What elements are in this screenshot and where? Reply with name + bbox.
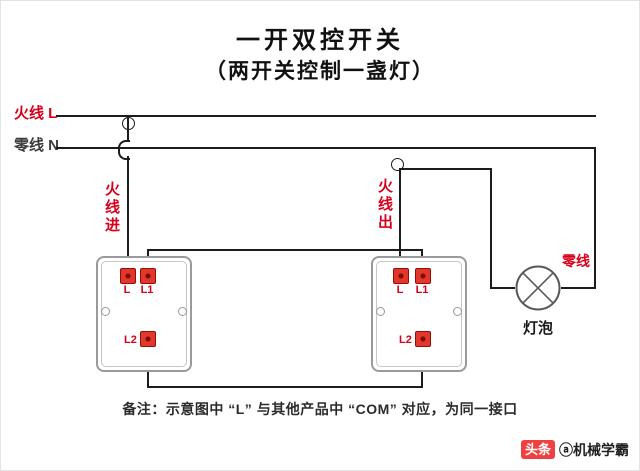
watermark-account: ⓐ机械学霸: [559, 441, 629, 458]
terminal-right-L: [393, 268, 409, 284]
diagram-title: 一开双控开关: [236, 27, 404, 54]
lamp-feed-riser: [490, 168, 492, 289]
terminal-left-L2: [140, 331, 156, 347]
bulb-symbol: [515, 265, 561, 311]
neutral-riser-right: [594, 147, 596, 289]
live-out-loop: [391, 158, 404, 171]
l1-link-wire: [147, 249, 423, 251]
terminal-label-L1: L1: [140, 284, 154, 296]
l2-link-wire: [147, 386, 423, 388]
live-bus-wire: [56, 115, 596, 117]
terminal-label-L2: L2: [399, 334, 412, 346]
diagram-subtitle: （两开关控制一盏灯）: [205, 60, 435, 83]
footnote: 备注：示意图中 “L” 与其他产品中 “COM” 对应，为同一接口: [122, 401, 518, 417]
neutral-lamp-run: [561, 287, 596, 289]
screw-hole-icon: [101, 307, 110, 316]
live-in-hop-arc: [118, 140, 130, 160]
terminal-right-L2: [415, 331, 431, 347]
terminal-label-L: L: [123, 284, 131, 296]
screw-hole-icon: [376, 307, 385, 316]
switch-left: L L1 L2: [96, 256, 192, 372]
screw-hole-icon: [178, 307, 187, 316]
terminal-right-L1: [415, 268, 431, 284]
terminal-label-L: L: [396, 284, 404, 296]
neutral-bus-label: 零线 N: [14, 137, 60, 154]
live-out-label: 火线出: [376, 178, 393, 232]
terminal-left-L1: [140, 268, 156, 284]
live-in-loop: [122, 117, 135, 130]
live-out-riser: [399, 168, 401, 269]
toutiao-badge: 头条: [520, 440, 555, 459]
terminal-label-L2: L2: [124, 334, 137, 346]
terminal-left-L: [120, 268, 136, 284]
live-out-top-run: [399, 168, 492, 170]
lamp-feed-left: [490, 287, 515, 289]
bulb-label: 灯泡: [522, 320, 553, 337]
screw-hole-icon: [453, 307, 462, 316]
neutral-bus-wire: [56, 147, 596, 149]
live-in-drop-lower: [127, 156, 129, 270]
bulb-icon: [515, 265, 561, 311]
terminal-label-L1: L1: [415, 284, 429, 296]
live-bus-label: 火线 L: [14, 105, 58, 122]
live-in-label: 火线进: [103, 181, 120, 235]
watermark: 头条 ⓐ机械学霸: [520, 440, 629, 459]
switch-right: L L1 L2: [371, 256, 467, 372]
neutral-lamp-label: 零线: [562, 253, 590, 269]
